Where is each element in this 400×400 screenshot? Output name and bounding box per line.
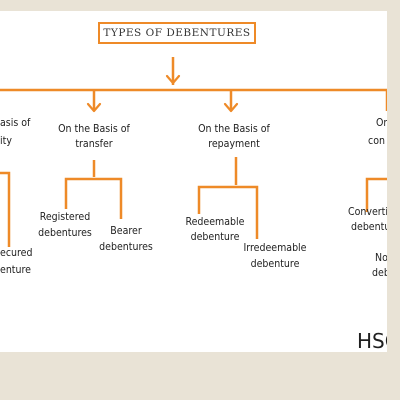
category-2-child-1-line-2: debentures: [38, 227, 92, 239]
site-watermark: HSC.c: [357, 329, 387, 352]
category-3-label-line-1: On the Basis of: [198, 123, 270, 135]
category-1-label-line-1: asis of: [0, 117, 31, 129]
category-4-child-2-line-2: deb: [372, 267, 387, 279]
connector-lines: [0, 57, 387, 247]
diagram-title: TYPES OF DEBENTURES: [103, 27, 251, 39]
category-1-label-line-2: ity: [0, 135, 12, 147]
category-2-split: [64, 177, 123, 219]
category-4-child-2-line-1: Non c: [375, 252, 387, 264]
category-1-child-1-line-2: enture: [0, 264, 31, 276]
category-4-label-line-1: On the: [376, 117, 387, 129]
category-3-label-line-2: repayment: [208, 138, 260, 150]
category-3-child-2-line-2: debenture: [250, 258, 300, 270]
category-3-child-1-line-1: Redeemable: [185, 216, 245, 228]
diagram-title-box: TYPES OF DEBENTURES: [98, 22, 256, 44]
title-arrowhead: [165, 74, 181, 85]
category-4-child-1-line-1: Convertible: [348, 206, 387, 218]
diagram-panel: TYPES OF DEBENTURES asis of ity ecured e…: [0, 11, 387, 352]
category-1-child-1-line-1: ecured: [0, 247, 33, 259]
category-2-child-1-line-1: Registered: [39, 211, 91, 223]
category-3-child-2-line-1: Irredeemable: [243, 242, 307, 254]
category-2-label-line-1: On the Basis of: [58, 123, 130, 135]
category-3-arrowhead: [223, 102, 239, 113]
category-2-arrowhead: [86, 102, 102, 113]
category-2-child-2-line-2: debentures: [99, 241, 153, 253]
category-2-label-line-2: transfer: [75, 138, 113, 150]
category-3-child-1-line-2: debenture: [190, 231, 240, 243]
category-3-split: [197, 185, 259, 239]
category-4-child-1-line-2: debenture: [351, 221, 387, 233]
category-1-branch: [0, 171, 11, 247]
category-2-child-2-line-1: Bearer: [110, 225, 142, 237]
category-4-split: [365, 177, 387, 212]
category-4-label-line-2: con: [368, 135, 385, 147]
